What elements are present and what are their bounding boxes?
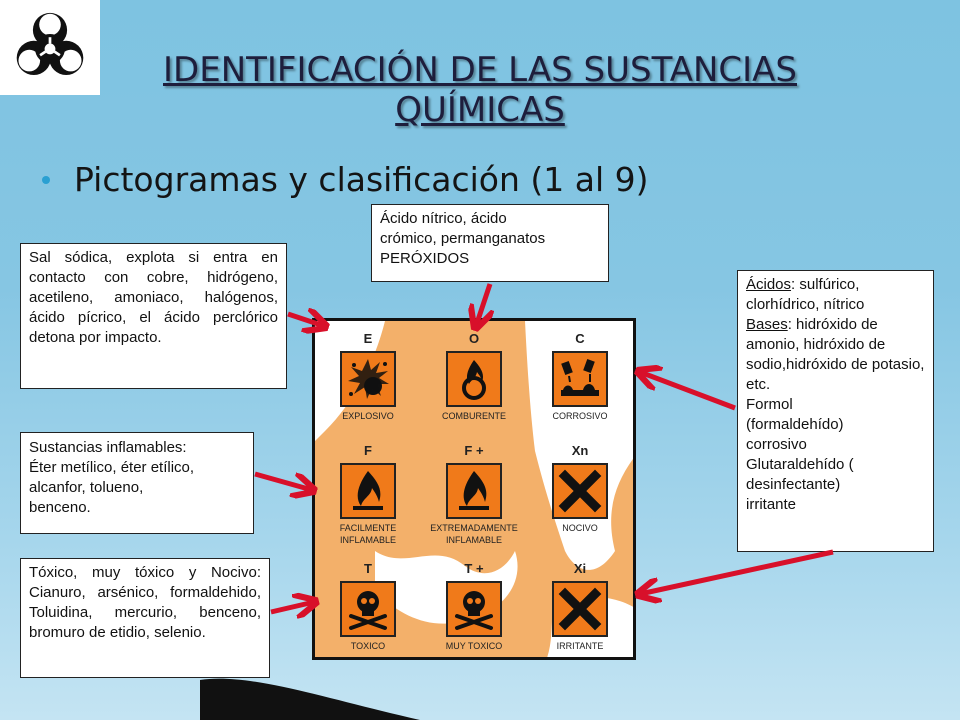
pictogram-label: EXPLOSIVO xyxy=(342,411,394,421)
pictogram-label: INFLAMABLE xyxy=(445,535,503,545)
note-toxic: Tóxico, muy tóxico y Nocivo: Cianuro, ar… xyxy=(20,558,270,678)
note-corrosive: Ácidos: sulfúrico, clorhídrico, nítrico … xyxy=(737,270,934,552)
pictogram-cell: O COMBURENTE xyxy=(421,331,527,422)
pictogram-label: FACILMENTE xyxy=(339,523,397,533)
arrow-corrosive xyxy=(640,372,736,411)
pictogram-label: IRRITANTE xyxy=(556,641,604,651)
note-corrosive-line: Glutaraldehído ( xyxy=(746,456,854,473)
biohazard-icon xyxy=(16,12,84,75)
bullet-point: Pictogramas y clasificación (1 al 9) xyxy=(42,160,649,199)
note-corrosive-line: (formaldehído) xyxy=(746,416,844,433)
pictogram-label: INFLAMABLE xyxy=(339,535,397,545)
pictogram-cell: Xi IRRITANTE xyxy=(527,561,633,652)
note-toxic-text: Tóxico, muy tóxico y Nocivo: Cianuro, ar… xyxy=(29,564,261,641)
explosion-icon xyxy=(340,351,396,407)
note-flammable: Sustancias inflamables: Éter metílico, é… xyxy=(20,432,254,534)
note-explosive-text: Sal sódica, explota si entra en contacto… xyxy=(29,249,278,346)
pictogram-code: F + xyxy=(464,443,484,458)
note-flammable-line: benceno. xyxy=(29,499,91,516)
note-bases-label: Bases xyxy=(746,316,788,333)
slide-title: IDENTIFICACIÓN DE LAS SUSTANCIAS QUÍMICA… xyxy=(110,50,850,130)
bullet-dot-icon xyxy=(42,175,50,184)
note-flammable-line: Éter metílico, éter etílico, xyxy=(29,459,195,476)
pictogram-label: NOCIVO xyxy=(562,523,598,533)
pictogram-code: Xn xyxy=(571,443,589,458)
bullet-text: Pictogramas y clasificación (1 al 9) xyxy=(74,160,649,199)
pictogram-label: TOXICO xyxy=(350,641,386,651)
arrow-flammable xyxy=(254,471,312,490)
pictogram-label: CORROSIVO xyxy=(552,411,608,421)
pictogram-code: E xyxy=(363,331,373,346)
pictogram-code: F xyxy=(364,443,372,458)
corrosion-icon xyxy=(552,351,608,407)
title-line-1: IDENTIFICACIÓN DE LAS SUSTANCIAS xyxy=(163,50,797,90)
note-flammable-line: Sustancias inflamables: xyxy=(29,439,187,456)
note-acids-label: Ácidos xyxy=(746,276,792,293)
pictogram-cell: F + EXTREMADAMENTE INFLAMABLE xyxy=(421,443,527,546)
pictogram-label: MUY TOXICO xyxy=(445,641,503,651)
note-explosive: Sal sódica, explota si entra en contacto… xyxy=(20,243,287,389)
pictogram-code: Xi xyxy=(573,561,587,576)
title-line-2: QUÍMICAS xyxy=(395,90,565,130)
x-cross-icon xyxy=(552,581,608,637)
skull-crossbones-icon xyxy=(446,581,502,637)
pictogram-code: T + xyxy=(464,561,484,576)
biohazard-logo xyxy=(0,0,100,95)
pictogram-label: COMBURENTE xyxy=(441,411,506,421)
flame-over-circle-icon xyxy=(446,351,502,407)
pictogram-cell: E EXPLOSIVO xyxy=(315,331,421,422)
note-flammable-line: alcanfor, tolueno, xyxy=(29,479,144,496)
decorative-wedge xyxy=(200,678,420,720)
note-corrosive-line: Formol xyxy=(746,396,793,413)
note-oxidizers-line: PERÓXIDOS xyxy=(380,250,470,267)
pictogram-cell: T TOXICO xyxy=(315,561,421,652)
note-oxidizers: Ácido nítrico, ácido crómico, permangana… xyxy=(371,204,609,282)
pictogram-cell: T + MUY TOXICO xyxy=(421,561,527,652)
flame-icon xyxy=(446,463,502,519)
note-corrosive-line: desinfectante) xyxy=(746,476,841,493)
pictogram-panel: E EXPLOSIVO O COMBURENTE C xyxy=(312,318,636,660)
pictogram-cell: Xn NOCIVO xyxy=(527,443,633,534)
pictogram-code: T xyxy=(364,561,372,576)
note-acids-text: : sulfúrico, clorhídrico, nítrico xyxy=(746,276,865,313)
arrow-irritant xyxy=(640,549,834,594)
pictogram-label: EXTREMADAMENTE xyxy=(430,523,518,533)
pictogram-code: C xyxy=(575,331,585,346)
flame-icon xyxy=(340,463,396,519)
note-oxidizers-line: crómico, permanganatos xyxy=(380,230,546,247)
note-bases-text: : hidróxido de amonio, hidróxido de sodi… xyxy=(746,316,925,393)
arrow-toxic xyxy=(270,602,314,612)
note-corrosive-line: corrosivo xyxy=(746,436,807,453)
skull-crossbones-icon xyxy=(340,581,396,637)
note-corrosive-line: irritante xyxy=(746,496,797,513)
pictogram-cell: C CORROSIVO xyxy=(527,331,633,422)
note-oxidizers-line: Ácido nítrico, ácido xyxy=(380,210,507,227)
pictogram-cell: F FACILMENTE INFLAMABLE xyxy=(315,443,421,546)
pictogram-code: O xyxy=(468,331,480,346)
x-cross-icon xyxy=(552,463,608,519)
